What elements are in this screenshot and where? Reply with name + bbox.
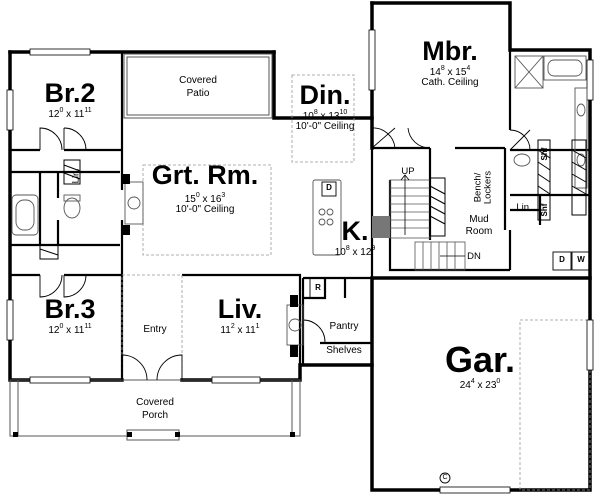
dim-height: 12 — [360, 247, 372, 258]
covered-porch-line1: Covered — [136, 397, 174, 408]
windows — [6, 29, 594, 494]
linen-label-right: Lin. — [516, 202, 532, 213]
dim-width-inch: 8 — [345, 245, 350, 252]
dim-height-inch: 0 — [496, 378, 501, 385]
dim-width: 12 — [48, 325, 60, 336]
dim-height-inch: 11 — [84, 107, 92, 114]
dim-height: 13 — [328, 111, 340, 122]
room-br3-name: Br.3 — [44, 294, 96, 324]
dim-height-inch: 11 — [84, 323, 92, 330]
room-gar-name: Gar. — [444, 339, 516, 380]
shelving — [39, 139, 587, 260]
room-br2: Br.2 120 x 1111 — [20, 80, 120, 120]
room-br2-name: Br.2 — [44, 78, 96, 108]
covered-porch-label: Covered Porch — [110, 398, 200, 421]
entry-label: Entry — [143, 324, 167, 335]
washer-label: W — [577, 255, 585, 264]
dim-width: 10 — [302, 111, 314, 122]
stairs — [389, 174, 466, 271]
dim-width-inch: 0 — [59, 107, 64, 114]
dim-width-inch: 0 — [195, 192, 200, 199]
covered-porch-line2: Porch — [141, 410, 169, 421]
dim-height: 16 — [210, 194, 222, 205]
room-grt-dims: 150 x 163 — [184, 192, 226, 205]
dim-width: 11 — [220, 325, 231, 336]
dryer-label: D — [559, 255, 565, 264]
dim-width-inch: 0 — [59, 323, 64, 330]
kitchen-tile — [372, 216, 390, 238]
room-din-dims: 108 x 1310 — [302, 109, 348, 122]
room-din-note: 10'-0" Ceiling — [295, 121, 355, 132]
dishwasher-label: D — [326, 183, 332, 192]
dim-height-inch: 4 — [466, 65, 471, 72]
dim-height: 11 — [73, 325, 85, 336]
shelf-label-2: Shf — [540, 203, 549, 217]
mud-room-line2: Room — [465, 226, 493, 237]
dim-height: 11 — [245, 325, 256, 336]
room-grt-name: Grt. Rm. — [151, 160, 259, 190]
room-din-name: Din. — [299, 80, 351, 110]
dim-height: 15 — [455, 67, 467, 78]
dim-width-inch: 2 — [230, 323, 235, 330]
dim-width: 15 — [184, 194, 196, 205]
porch-posts — [13, 432, 295, 437]
pantry-label: Pantry — [329, 321, 359, 332]
covered-patio-label: Covered Patio — [150, 76, 246, 99]
doors — [39, 127, 531, 381]
shelf-label-1: Shf — [540, 147, 549, 161]
dim-height-inch: 9 — [371, 245, 376, 252]
room-br3-dims: 120 x 1111 — [48, 323, 92, 336]
room-din: Din. 108 x 1310 10'-0" Ceiling — [280, 82, 370, 132]
dim-height-inch: 10 — [339, 109, 348, 116]
fixtures — [11, 55, 588, 346]
dim-width: 24 — [459, 380, 471, 391]
dim-width: 12 — [48, 109, 60, 120]
covered-patio-line2: Patio — [186, 88, 210, 99]
fridge-label: R — [315, 283, 321, 292]
covered-patio-line1: Covered — [179, 75, 217, 86]
room-kit-dims: 108 x 129 — [334, 245, 376, 258]
room-kit: K. 108 x 129 — [325, 218, 385, 258]
garage-c-label: C — [442, 474, 448, 481]
room-liv-name: Liv. — [217, 294, 263, 324]
room-gar-dims: 244 x 230 — [459, 378, 501, 391]
dim-width-inch: 4 — [470, 378, 475, 385]
bench-lockers-label: Bench/ Lockers — [473, 168, 494, 208]
dim-width-inch: 8 — [313, 109, 318, 116]
dashed-lines — [121, 74, 591, 491]
room-mbr-name: Mbr. — [422, 36, 478, 66]
room-gar: Gar. 244 x 230 — [400, 342, 560, 391]
room-mbr-dims: 148 x 154 — [429, 65, 471, 78]
room-grt: Grt. Rm. 150 x 163 10'-0" Ceiling — [140, 162, 270, 215]
room-br2-dims: 120 x 1111 — [48, 107, 92, 120]
stairs-up-label: UP — [401, 166, 415, 177]
shelves-label: Shelves — [326, 345, 362, 356]
dim-height-inch: 1 — [255, 323, 260, 330]
room-kit-name: K. — [341, 216, 369, 246]
dim-height-inch: 3 — [221, 192, 226, 199]
bench-lockers-line2: Lockers — [482, 170, 493, 205]
linen-label-left: Lin. — [70, 168, 82, 184]
mud-room-line1: Mud — [469, 214, 489, 225]
dim-width: 14 — [429, 67, 441, 78]
room-mbr-note: Cath. Ceiling — [421, 77, 479, 88]
porches — [9, 53, 301, 441]
fireplace-marks — [122, 174, 298, 357]
laundry-boxes — [309, 181, 591, 299]
room-liv-dims: 112 x 111 — [220, 323, 260, 336]
stairs-down-label: DN — [467, 251, 481, 262]
dim-height: 11 — [73, 109, 85, 120]
room-mbr: Mbr. 148 x 154 Cath. Ceiling — [400, 38, 500, 88]
dim-width: 10 — [334, 247, 346, 258]
mud-room-label: Mud Room — [456, 215, 502, 237]
garage-column-marker — [439, 472, 451, 484]
room-grt-note: 10'-0" Ceiling — [175, 204, 235, 215]
room-br3: Br.3 120 x 1111 — [20, 296, 120, 336]
dim-width-inch: 8 — [440, 65, 445, 72]
dim-height: 23 — [485, 380, 497, 391]
room-liv: Liv. 112 x 111 — [190, 296, 290, 336]
